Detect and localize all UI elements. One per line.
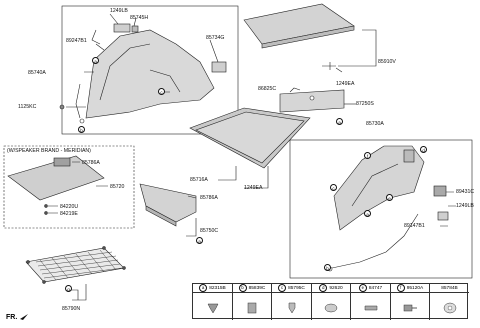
label-85740a: 85740A <box>28 70 46 76</box>
connector-icon <box>403 304 417 312</box>
cap-icon <box>443 302 456 314</box>
callout-b-top: b <box>78 126 85 133</box>
callout-b-right: b <box>324 264 331 271</box>
callout-e: e <box>386 194 393 201</box>
callout-c-top: c <box>158 88 165 95</box>
label-1125kc: 1125KC <box>18 104 37 110</box>
label-86825c: 86825C <box>258 86 277 92</box>
label-85786a-top: 85786A <box>82 160 100 166</box>
callout-a-right: a <box>364 210 371 217</box>
callout-c-right: c <box>330 184 337 191</box>
label-1249lb-top: 1249LB <box>110 8 128 14</box>
label-87250s: 87250S <box>356 101 374 107</box>
screw-1125kc <box>59 104 65 110</box>
front-label: FR. <box>6 313 18 321</box>
lamp-cover <box>211 61 227 73</box>
label-89431c: 89431C <box>456 189 475 195</box>
speaker-amp <box>53 157 71 167</box>
power-outlet <box>433 185 447 197</box>
lamp-icon <box>324 303 338 313</box>
right-trim-box <box>289 139 473 279</box>
legend-code-c: 85795C <box>288 285 305 291</box>
rear-luggage-trim <box>279 89 345 113</box>
callout-g: g <box>65 285 72 292</box>
left-quarter-trim-panel <box>85 29 215 119</box>
label-89147b1: 89147B1 <box>404 223 425 229</box>
front-arrow-icon <box>20 314 29 320</box>
label-85745h: 85745H <box>130 15 149 21</box>
label-85910v: 85910V <box>378 59 396 65</box>
legend-cell-plain: 85784B <box>430 284 469 320</box>
label-85730a: 85730A <box>366 121 384 127</box>
hook-icon <box>364 305 377 311</box>
label-84219e: 84219E <box>60 211 78 217</box>
legend-code-e: 84747 <box>368 285 383 291</box>
callout-a-top: a <box>92 57 99 64</box>
left-trim-box <box>61 5 239 135</box>
fastener-icon <box>247 302 257 314</box>
speaker-box-title: (W/SPEAKER BRAND - MERIDIAN) <box>7 148 91 154</box>
legend-code-f: 95120A <box>406 285 424 291</box>
luggage-net <box>25 246 126 284</box>
callout-a-rear: a <box>336 118 343 125</box>
label-84220u: 84220U <box>60 204 79 210</box>
label-85790n: 85790N <box>62 306 81 312</box>
callout-f: f <box>364 152 371 159</box>
label-85716a: 85716A <box>190 177 208 183</box>
under-floor-box <box>139 183 197 223</box>
label-85734g: 85734G <box>206 35 225 41</box>
label-85720: 85720 <box>110 184 125 190</box>
legend-code-b: 85839C <box>248 285 266 291</box>
legend-code-plain: 85784B <box>441 285 458 291</box>
label-1249ea-top: 1249EA <box>336 81 355 87</box>
callout-a-mid: a <box>196 237 203 244</box>
push-clip-icon <box>288 302 295 314</box>
legend-code-d: 92620 <box>329 285 343 291</box>
trim-bracket <box>113 23 131 33</box>
legend-code-a: 82315B <box>209 285 226 291</box>
speaker-option-box <box>3 145 135 229</box>
right-quarter-trim-panel <box>333 145 425 231</box>
label-89247b1: 89247B1 <box>66 38 87 44</box>
front-direction-label: FR. <box>6 313 29 321</box>
label-1249lb-right: 1249LB <box>456 203 474 209</box>
usb-port <box>437 211 449 221</box>
label-1249ea-mid: 1249EA <box>244 185 263 191</box>
clip-icon <box>207 303 218 314</box>
label-85750c: 85750C <box>200 228 219 234</box>
label-85786a-mid: 85786A <box>200 195 218 201</box>
callout-d: d <box>420 146 427 153</box>
speaker-board <box>7 155 105 201</box>
